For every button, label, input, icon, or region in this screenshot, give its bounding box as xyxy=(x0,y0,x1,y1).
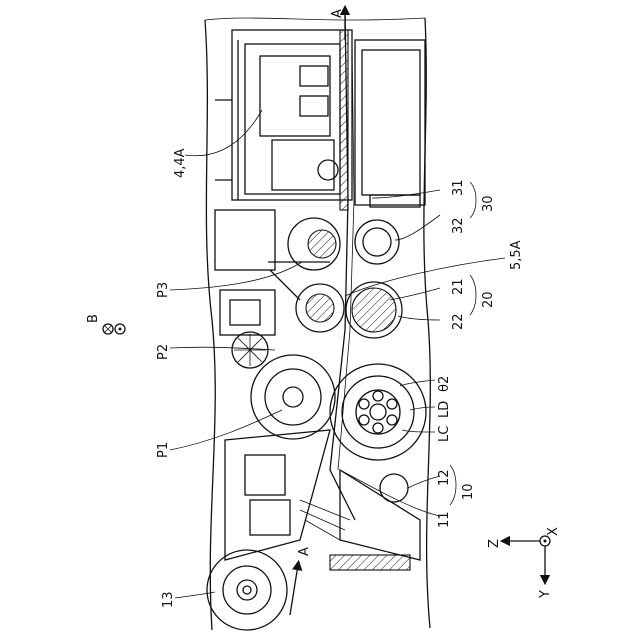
label-20: 20 xyxy=(481,291,496,308)
label-arrow-bottom: A xyxy=(297,547,312,556)
frame-top-edge xyxy=(205,18,425,20)
box-31 xyxy=(355,40,425,207)
label-arrow-top: A xyxy=(330,9,345,18)
label-theta2: θ2 xyxy=(437,376,452,392)
label-p1: P1 xyxy=(156,442,171,458)
label-22: 22 xyxy=(451,313,466,330)
roller-pair-20 xyxy=(296,282,402,338)
label-ld: LD xyxy=(437,401,452,418)
label-11: 11 xyxy=(437,511,452,528)
label-b: B xyxy=(86,314,101,323)
b-direction-symbol xyxy=(103,324,125,334)
arrow-a-bottom xyxy=(290,565,298,615)
label-lc: LC xyxy=(437,426,452,442)
label-21: 21 xyxy=(451,278,466,295)
label-p3: P3 xyxy=(156,282,171,298)
unit-10 xyxy=(225,430,420,570)
label-30: 30 xyxy=(481,195,496,212)
label-13: 13 xyxy=(161,591,176,608)
frame-left-edge xyxy=(205,20,215,630)
label-32: 32 xyxy=(451,217,466,234)
label-p2: P2 xyxy=(156,344,171,360)
label-12: 12 xyxy=(437,469,452,486)
roller-13 xyxy=(207,550,287,630)
label-5-5a: 5,5A xyxy=(509,240,524,270)
roller-p1 xyxy=(251,355,335,439)
label-axis-y: Y xyxy=(538,590,553,599)
label-31: 31 xyxy=(451,179,466,196)
roller-ld-lc xyxy=(330,364,426,502)
axes-indicator xyxy=(505,536,550,580)
label-unit-4: 4,4A xyxy=(173,148,188,178)
label-10: 10 xyxy=(461,483,476,500)
label-axis-z: Z xyxy=(487,539,502,548)
unit-4-housing xyxy=(215,30,352,210)
label-axis-x: X xyxy=(546,527,561,536)
